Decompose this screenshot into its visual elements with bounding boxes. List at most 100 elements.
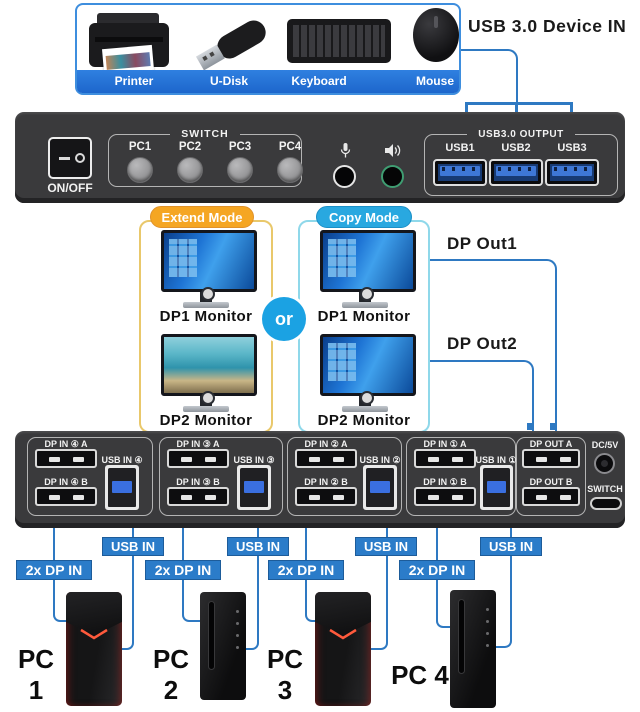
mouse-label: Mouse <box>415 74 454 88</box>
usb-device-in-label: USB 3.0 Device IN <box>468 16 627 36</box>
group2-bracket <box>287 437 402 516</box>
copy-dp2-monitor <box>320 334 416 412</box>
udisk-hole <box>202 55 208 61</box>
pc4-select-button <box>277 157 303 183</box>
dc-power-jack <box>594 453 615 474</box>
copy-dp1-label: DP1 Monitor <box>317 307 411 325</box>
pc2-tower <box>200 592 246 700</box>
usb-in-1-port <box>480 465 513 510</box>
mouse-image <box>413 8 459 62</box>
printer-label: Printer <box>114 74 154 88</box>
mouse-wheel <box>434 16 438 28</box>
mic-jack <box>333 165 356 188</box>
keyboard-image <box>287 19 391 63</box>
pc4-tower <box>450 590 496 708</box>
usb-in-badge-1: USB IN <box>102 537 164 556</box>
switch-group-label: SWITCH <box>170 127 240 141</box>
dp-in-2a-port <box>295 449 357 468</box>
group3-bracket <box>159 437 283 516</box>
usb-in-badge-4: USB IN <box>480 537 542 556</box>
usb-output-group-label: USB3.0 OUTPUT <box>467 127 575 141</box>
dp-in-4a-port <box>35 449 97 468</box>
usb2-port <box>489 159 543 186</box>
dp-in-2b-port <box>295 487 357 506</box>
pc3-label: PC 3 <box>266 644 304 705</box>
speaker-icon <box>384 143 402 163</box>
usb-in-2-port <box>363 465 397 510</box>
connector-endpoint <box>527 423 534 430</box>
pc4-label: PC 4 <box>391 659 449 690</box>
udisk-image <box>194 16 271 74</box>
dp-in-2a-label: DP IN ② A <box>304 438 348 449</box>
connector-pc3-usb <box>367 528 388 650</box>
power-off-mark <box>75 153 85 163</box>
device-label-bar: Printer U-Disk Keyboard Mouse <box>77 70 459 93</box>
pc4-button-label: PC4 <box>278 140 302 153</box>
dp-out-bracket <box>516 437 586 516</box>
usb-in-3-label: USB IN ③ <box>233 454 275 465</box>
dp-in-1b-label: DP IN ① B <box>423 476 467 487</box>
copy-mode-badge: Copy Mode <box>316 206 412 228</box>
connector-dp-out1 <box>430 259 557 432</box>
dc-5v-label: DC/5V <box>591 440 619 450</box>
dp-in-badge-1: 2x DP IN <box>16 560 92 580</box>
extend-dp2-label: DP2 Monitor <box>159 411 253 429</box>
pc3-tower <box>315 592 371 706</box>
pc1-label: PC 1 <box>17 644 55 705</box>
dp-out2-label: DP Out2 <box>447 334 518 353</box>
usb-in-2-label: USB IN ② <box>359 454 401 465</box>
speaker-jack <box>381 165 404 188</box>
dp-out-a-label: DP OUT A <box>529 439 573 449</box>
pc1-button-label: PC1 <box>128 140 152 153</box>
dp-in-badge-2: 2x DP IN <box>145 560 221 580</box>
usb-device-box: Printer U-Disk Keyboard Mouse <box>75 3 461 95</box>
connector-dp-out2 <box>430 360 534 432</box>
dc-pin <box>601 460 608 467</box>
printed-photo <box>105 52 151 70</box>
pc3-select-button <box>227 157 253 183</box>
dp-in-1a-label: DP IN ① A <box>423 438 467 449</box>
dp-out1-label: DP Out1 <box>447 234 518 253</box>
copy-dp2-label: DP2 Monitor <box>317 411 411 429</box>
dp-in-4b-port <box>35 487 97 506</box>
usb-in-3-port <box>237 465 271 510</box>
extend-dp1-monitor <box>161 230 257 308</box>
dp-in-badge-3: 2x DP IN <box>268 560 344 580</box>
extend-dp1-label: DP1 Monitor <box>159 307 253 325</box>
dp-in-4a-label: DP IN ④ A <box>44 438 88 449</box>
extend-dp2-monitor <box>161 334 257 412</box>
connector-pc2-usb <box>242 528 259 650</box>
dp-out-b-port <box>522 487 580 506</box>
pc2-label: PC 2 <box>152 644 190 705</box>
usb2-label: USB2 <box>501 141 531 154</box>
keyboard-keys <box>293 25 385 57</box>
keyboard-label: Keyboard <box>291 74 347 88</box>
usb-in-4-label: USB IN ④ <box>101 454 143 465</box>
usb-in-1-label: USB IN ① <box>475 454 517 465</box>
printer-paper-slot <box>95 37 163 42</box>
pc1-tower <box>66 592 122 706</box>
usb-in-4-port <box>105 465 139 510</box>
connector-pc4-usb <box>492 528 512 648</box>
group4-bracket <box>27 437 153 516</box>
dp-in-1a-port <box>414 449 476 468</box>
dp-in-1b-port <box>414 487 476 506</box>
connector-endpoint <box>550 423 557 430</box>
switch-port <box>590 497 622 510</box>
dp-out-a-port <box>522 449 580 468</box>
power-switch <box>48 137 92 179</box>
dp-in-4b-label: DP IN ④ B <box>44 476 88 487</box>
connector-devicebox-to-usb <box>461 49 518 104</box>
dp-in-2b-label: DP IN ② B <box>304 476 348 487</box>
microphone-icon <box>339 142 352 164</box>
usb1-port <box>433 159 487 186</box>
dp-in-3a-label: DP IN ③ A <box>176 438 220 449</box>
switch-port-label: SWITCH <box>587 484 623 494</box>
connector-pc1-usb <box>118 528 134 650</box>
dp-in-3b-port <box>167 487 229 506</box>
pc2-select-button <box>177 157 203 183</box>
or-badge: or <box>262 297 306 341</box>
copy-dp1-monitor <box>320 230 416 308</box>
dp-out-b-label: DP OUT B <box>529 477 573 487</box>
usb3-port <box>545 159 599 186</box>
